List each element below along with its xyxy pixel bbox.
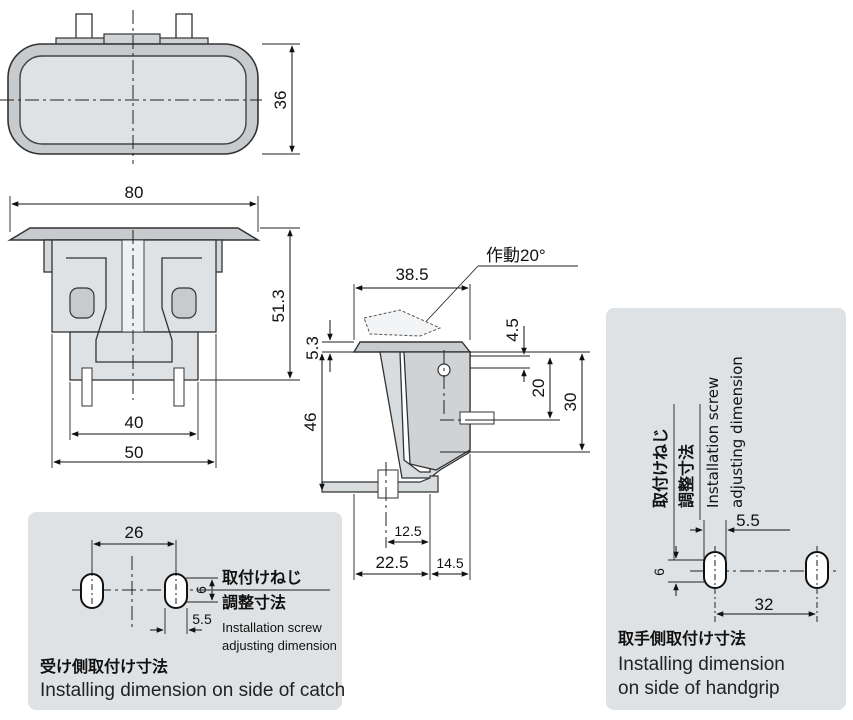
front-inner-dim: 40: [125, 413, 144, 432]
side-dim-20: 20: [529, 379, 548, 398]
side-dim-5-3: 5.3: [303, 336, 322, 360]
handgrip-dim-6: 6: [651, 568, 667, 576]
front-view: [7, 196, 300, 468]
side-dim-22-5: 22.5: [375, 553, 408, 572]
handgrip-dim-5-5: 5.5: [736, 511, 760, 530]
side-dim-14-5: 14.5: [436, 555, 463, 571]
handgrip-adjust-label-jp-1: 取付けねじ: [651, 428, 670, 508]
handgrip-hole-diagram: [668, 404, 836, 622]
side-dim-30: 30: [561, 393, 580, 412]
catch-hole-diagram: [72, 540, 330, 634]
catch-dim-6: 6: [193, 586, 209, 594]
catch-dim-26: 26: [125, 523, 144, 542]
side-dim-46: 46: [301, 413, 320, 432]
side-dim-38-5: 38.5: [395, 265, 428, 284]
catch-title-jp: 受け側取付け寸法: [40, 657, 168, 676]
handgrip-adjust-label-jp-2: 調整寸法: [677, 444, 696, 508]
catch-dim-5-5: 5.5: [192, 611, 212, 627]
side-view: [319, 265, 590, 580]
front-outer-dim: 50: [125, 443, 144, 462]
catch-adjust-label-en-2: adjusting dimension: [222, 638, 337, 653]
handgrip-title-en-1: Installing dimension: [618, 654, 785, 675]
handgrip-title-jp: 取手側取付け寸法: [618, 629, 746, 648]
handgrip-dim-32: 32: [755, 595, 774, 614]
top-height-dim: 36: [271, 91, 290, 110]
catch-adjust-label-en-1: Installation screw: [222, 620, 322, 635]
side-dim-12-5: 12.5: [394, 523, 421, 539]
catch-title-en: Installing dimension on side of catch: [40, 680, 345, 701]
handgrip-panel-bg: [606, 308, 846, 710]
front-height-dim: 51.3: [269, 289, 288, 322]
catch-adjust-label-jp-1: 取付けねじ: [222, 568, 302, 587]
top-view: [0, 10, 300, 164]
handgrip-adjust-label-en-2: adjusting dimension: [728, 356, 746, 508]
handgrip-adjust-label-en-1: Installation screw: [704, 377, 722, 508]
catch-adjust-label-jp-2: 調整寸法: [222, 593, 286, 612]
side-dim-4-5: 4.5: [503, 318, 522, 342]
catch-panel-bg: [28, 512, 342, 710]
front-width-dim: 80: [125, 183, 144, 202]
handgrip-title-en-2: on side of handgrip: [618, 678, 780, 699]
side-action-label: 作動20°: [486, 246, 546, 265]
